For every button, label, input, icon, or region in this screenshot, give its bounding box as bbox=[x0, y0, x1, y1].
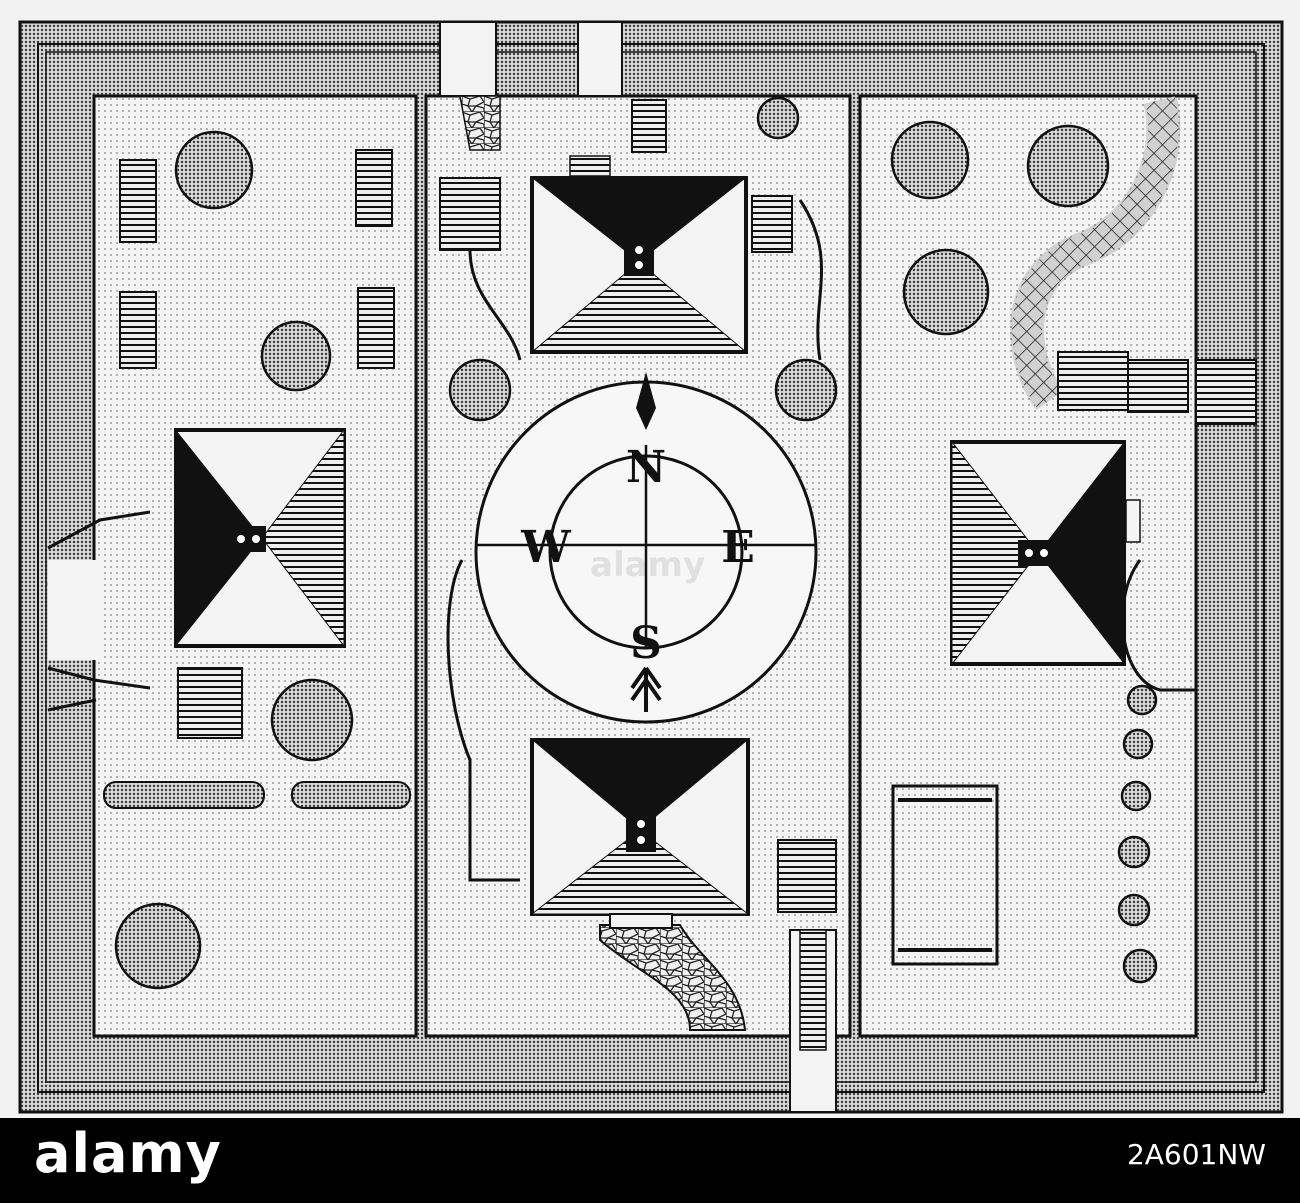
hedges bbox=[103, 781, 411, 809]
compass-west-label: W bbox=[520, 522, 571, 573]
east-house bbox=[950, 440, 1141, 666]
compass-south-label: S bbox=[630, 618, 662, 669]
winding-path-east bbox=[1010, 95, 1181, 411]
compass-east-label: E bbox=[721, 522, 755, 573]
east-gate bbox=[1127, 359, 1257, 425]
north-gate bbox=[439, 21, 623, 97]
compass-rose: N W E S bbox=[474, 372, 818, 724]
stone-path-south bbox=[599, 924, 747, 1031]
stone-path-north bbox=[459, 95, 501, 151]
brand-bar bbox=[0, 1118, 1300, 1203]
alamy-logo: alamy bbox=[34, 1122, 222, 1185]
image-id: 2A601NW bbox=[1126, 1138, 1266, 1171]
compass-north-label: N bbox=[626, 442, 666, 493]
south-fletching-icon bbox=[630, 666, 662, 712]
garden-beds bbox=[119, 99, 1129, 913]
trees bbox=[114, 96, 1158, 990]
vegetable-plot bbox=[891, 784, 999, 966]
south-house bbox=[530, 738, 750, 929]
garden-walkways bbox=[446, 199, 1196, 882]
courtyard-plan-map: N W E S bbox=[18, 20, 1284, 1114]
north-house bbox=[530, 155, 748, 354]
west-house bbox=[174, 428, 346, 648]
north-arrow-icon bbox=[636, 372, 656, 430]
west-lane-openings bbox=[47, 510, 151, 712]
south-gate bbox=[789, 929, 837, 1113]
